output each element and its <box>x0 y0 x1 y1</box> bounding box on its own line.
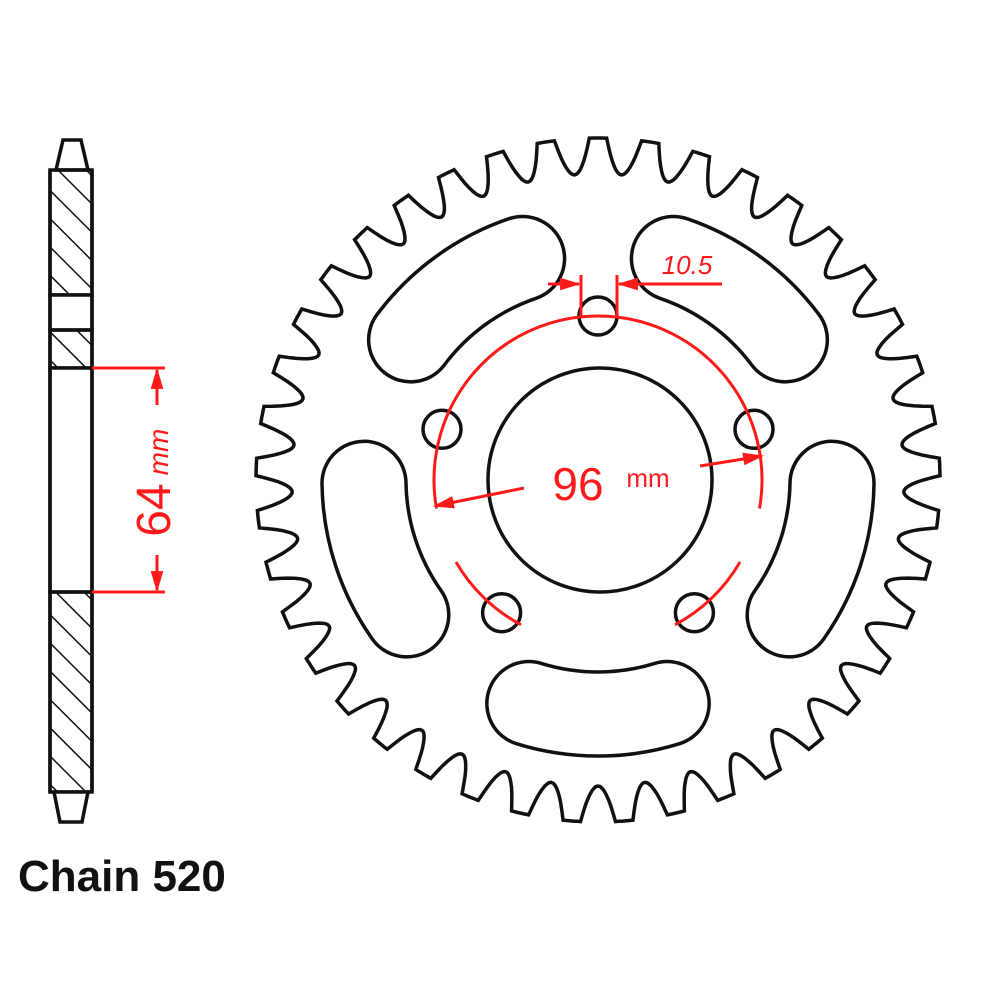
lightening-slots <box>320 214 876 758</box>
bolt-hole <box>480 591 523 634</box>
hub-offset-dimension <box>92 366 165 594</box>
lightening-slot <box>320 439 451 659</box>
center-bore <box>486 366 714 594</box>
bolt-hole <box>421 408 463 451</box>
side-view-top-cap <box>53 138 91 172</box>
lightening-slot <box>745 439 876 659</box>
bolt-hole <box>733 408 775 451</box>
bolt-hole-value: 10.5 <box>662 250 713 280</box>
hub-offset-value: 64 <box>128 483 181 536</box>
side-view-bottom-cap <box>51 790 91 824</box>
side-view-hatch-top <box>48 168 94 297</box>
side-view-hatch-bottom <box>48 590 94 794</box>
hub-offset-unit: mm <box>143 429 174 476</box>
sprocket-teeth-outline <box>254 136 942 824</box>
pcd-dimension <box>432 314 765 627</box>
lightening-slot <box>485 659 711 758</box>
bolt-hole-dimension <box>548 275 722 318</box>
lightening-slot <box>366 214 567 384</box>
chain-size-label: Chain 520 <box>18 852 226 901</box>
sprocket-front-view <box>254 136 942 824</box>
side-view <box>48 138 94 824</box>
pcd-unit: mm <box>626 463 669 493</box>
side-view-hatch-mid <box>48 328 94 370</box>
lightening-slot <box>629 214 830 384</box>
side-view-bore <box>48 366 94 594</box>
bolt-hole <box>673 591 716 634</box>
side-view-gap <box>48 293 94 332</box>
pcd-value: 96 <box>552 458 603 510</box>
